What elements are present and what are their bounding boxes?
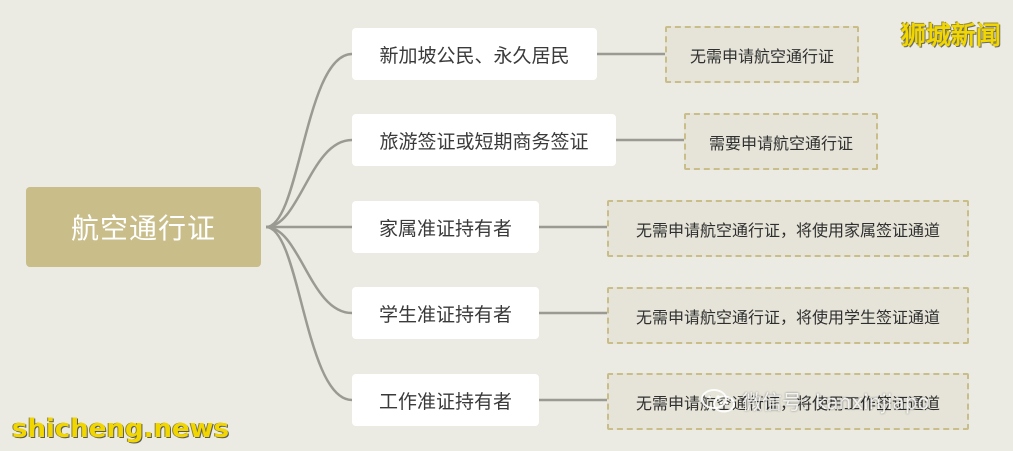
root-node: 航空通行证 — [26, 187, 261, 267]
branch-label: 工作准证持有者 — [378, 390, 512, 413]
branch-student-pass: 学生准证持有者 — [352, 287, 539, 339]
connector-root-branch-5 — [265, 225, 353, 402]
brand-watermark-en: shicheng.news — [12, 414, 230, 444]
leaf-student-pass: 无需申请航空通行证，将使用学生签证通道 — [607, 287, 969, 344]
branch-work-pass: 工作准证持有者 — [352, 374, 539, 426]
connector-root-branch-1 — [265, 52, 353, 229]
branch-label: 学生准证持有者 — [378, 303, 512, 326]
branch-dependant-pass: 家属准证持有者 — [352, 201, 539, 253]
wechat-id-text: 微信号: kanxinjiapo — [742, 390, 930, 414]
connector-root-branch-4 — [265, 225, 353, 315]
wechat-watermark: 微信号: kanxinjiapo — [700, 386, 930, 415]
branch-label: 旅游签证或短期商务签证 — [379, 130, 589, 153]
root-label: 航空通行证 — [70, 212, 216, 245]
leaf-work-pass: 无需申请航空通行证，将使用工作签证通道 — [607, 373, 969, 430]
brand-watermark-cn: 狮城新闻 — [900, 21, 1001, 50]
connector-root-branch-2 — [265, 138, 353, 229]
leaf-label: 无需申请航空通行证 — [689, 46, 834, 66]
leaf-tourist-visa: 需要申请航空通行证 — [684, 113, 878, 170]
wechat-icon — [701, 388, 735, 412]
branch-tourist-visa: 旅游签证或短期商务签证 — [352, 114, 616, 166]
branch-label: 家属准证持有者 — [378, 217, 512, 240]
leaf-citizens-pr: 无需申请航空通行证 — [665, 26, 859, 83]
leaf-label: 无需申请航空通行证，将使用家属签证通道 — [635, 220, 940, 240]
leaf-dependant-pass: 无需申请航空通行证，将使用家属签证通道 — [607, 200, 969, 257]
branch-label: 新加坡公民、永久居民 — [379, 44, 570, 67]
leaf-label: 无需申请航空通行证，将使用学生签证通道 — [635, 307, 940, 327]
leaf-label: 需要申请航空通行证 — [708, 133, 853, 153]
branch-citizens-pr: 新加坡公民、永久居民 — [352, 28, 597, 80]
